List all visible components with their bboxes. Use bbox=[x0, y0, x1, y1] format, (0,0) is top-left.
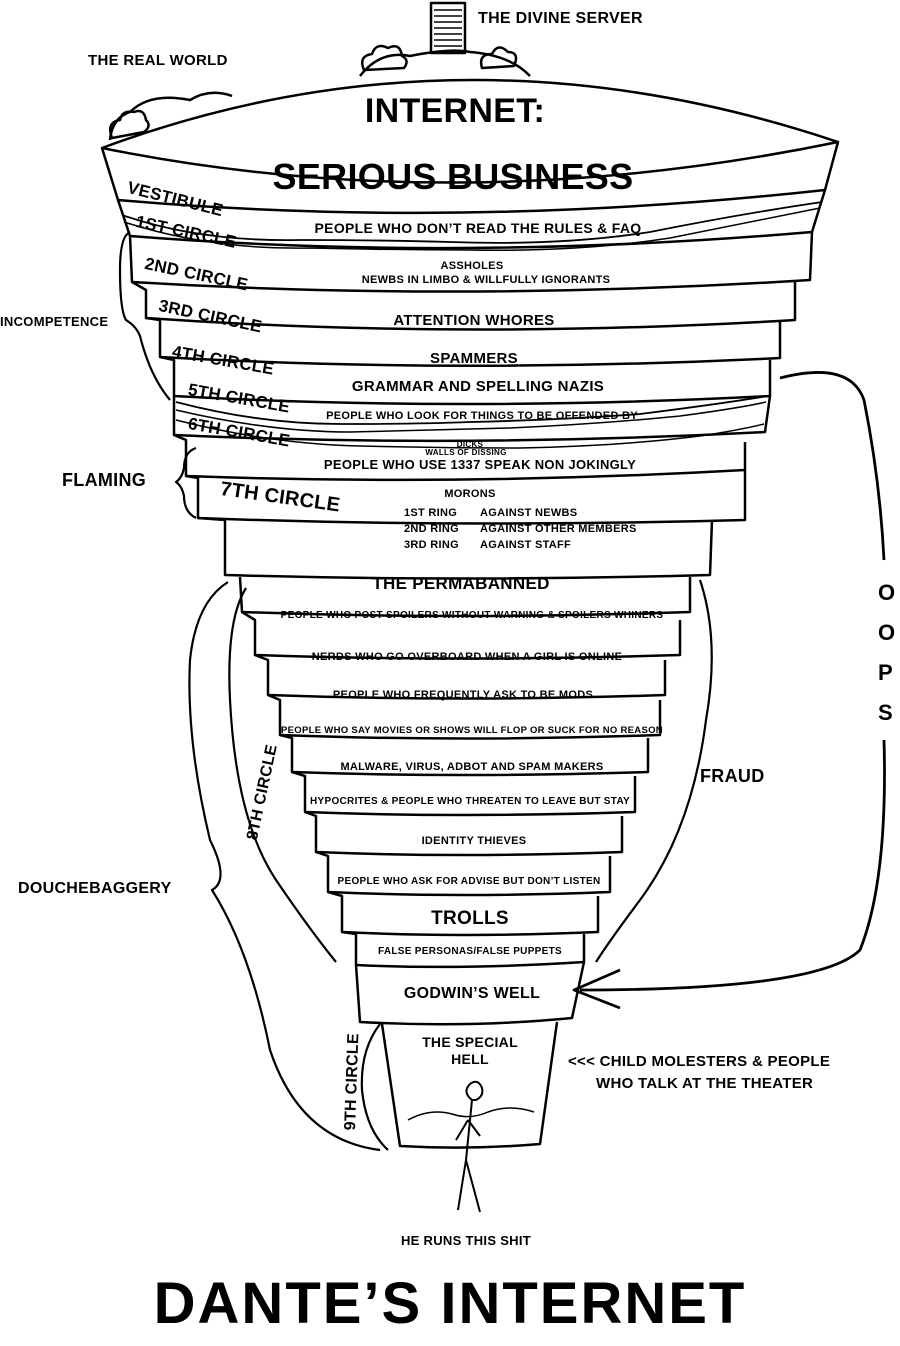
bolgia-1 bbox=[238, 576, 692, 618]
ring-2-desc: AGAINST OTHER MEMBERS bbox=[480, 523, 637, 535]
main-title-line2: SERIOUS BUSINESS bbox=[272, 156, 634, 197]
bolgia-3 bbox=[254, 653, 667, 700]
oops-arrow-line-2 bbox=[579, 739, 886, 992]
divine-server-icon bbox=[429, 1, 467, 55]
circle-9-label: 9TH CIRCLE bbox=[342, 1032, 363, 1131]
brace-douchebaggery-outer bbox=[188, 581, 381, 1152]
he-runs-label: HE RUNS THIS SHIT bbox=[400, 1233, 532, 1248]
band-3 bbox=[131, 280, 797, 331]
brace-incompetence bbox=[118, 230, 171, 401]
ring-1-desc: AGAINST NEWBS bbox=[480, 507, 578, 519]
bolgia-1-label: PEOPLE WHO POST SPOILERS WITHOUT WARNING… bbox=[280, 610, 664, 621]
band-6 bbox=[172, 395, 772, 443]
styx-line-3 bbox=[175, 419, 765, 449]
bolgia-8 bbox=[315, 850, 612, 897]
circle-3-desc: SPAMMERS bbox=[430, 350, 518, 367]
oops-arrow-line bbox=[779, 371, 886, 561]
bolgia-10 bbox=[341, 930, 586, 969]
child-molesters-line2: WHO TALK AT THE THEATER bbox=[596, 1075, 814, 1092]
bolgia-6 bbox=[291, 770, 637, 817]
styx-line bbox=[175, 395, 769, 425]
brace-9th-circle bbox=[360, 1023, 389, 1151]
real-world-bush-icon bbox=[109, 109, 150, 140]
bolgia-2-label: NERDS WHO GO OVERBOARD WHEN A GIRL IS ON… bbox=[311, 651, 623, 663]
incompetence-label: INCOMPETENCE bbox=[0, 314, 109, 329]
circle-1-desc-b: NEWBS IN LIMBO & WILLFULLY IGNORANTS bbox=[361, 274, 611, 286]
band-7-lower bbox=[197, 516, 714, 580]
flaming-label: FLAMING bbox=[62, 470, 147, 490]
special-hell bbox=[380, 1021, 559, 1149]
styx-line-2 bbox=[175, 401, 767, 433]
bolgia-8-label: PEOPLE WHO ASK FOR ADVISE BUT DON’T LIST… bbox=[337, 876, 601, 887]
bolgia-7-label: IDENTITY THIEVES bbox=[421, 835, 527, 847]
godwins-well-label: GODWIN’S WELL bbox=[403, 985, 541, 1002]
douchebaggery-label: DOUCHEBAGGERY bbox=[18, 880, 172, 897]
real-world-label: THE REAL WORLD bbox=[88, 52, 228, 69]
bush-left-icon bbox=[361, 44, 408, 72]
child-molesters-line1: <<< CHILD MOLESTERS & PEOPLE bbox=[568, 1053, 831, 1070]
river-line bbox=[121, 201, 823, 244]
band-2 bbox=[128, 231, 814, 293]
bush-right-icon bbox=[479, 46, 518, 70]
bolgia-9-label: TROLLS bbox=[431, 908, 509, 929]
vestibule-desc: PEOPLE WHO DON’T READ THE RULES & FAQ bbox=[314, 220, 642, 236]
bolgia-7 bbox=[304, 810, 624, 857]
special-hell-line1: THE SPECIAL bbox=[422, 1034, 518, 1050]
band-5 bbox=[159, 355, 772, 406]
divine-server-label: THE DIVINE SERVER bbox=[478, 10, 643, 27]
vestibule-band bbox=[100, 141, 840, 215]
godwins-well bbox=[354, 961, 586, 1026]
special-hell-line2: HELL bbox=[451, 1051, 489, 1067]
bolgia-5 bbox=[279, 733, 650, 777]
bolgia-2 bbox=[241, 610, 682, 660]
brace-flaming bbox=[174, 446, 197, 519]
bolgia-4 bbox=[267, 693, 662, 740]
circle-1-desc-a: ASSHOLES bbox=[440, 260, 504, 272]
ring-3-desc: AGAINST STAFF bbox=[480, 539, 572, 551]
ring-2-name: 2ND RING bbox=[404, 523, 459, 535]
walls-label: WALLS OF DISSING bbox=[425, 448, 507, 457]
bolgia-5-label: MALWARE, VIRUS, ADBOT AND SPAM MAKERS bbox=[340, 761, 604, 773]
hill-shape bbox=[359, 49, 531, 77]
oops-letter-3: P bbox=[878, 660, 893, 685]
circle-4-desc: GRAMMAR AND SPELLING NAZIS bbox=[351, 378, 605, 395]
oops-letter-2: O bbox=[878, 620, 896, 645]
circle-6-desc: PEOPLE WHO USE 1337 SPEAK NON JOKINGLY bbox=[323, 457, 637, 472]
brace-fraud bbox=[595, 579, 713, 963]
permabanned-label: THE PERMABANNED bbox=[372, 574, 550, 593]
oops-letter-4: S bbox=[878, 700, 893, 725]
brace-8th-circle bbox=[228, 587, 337, 963]
oops-letter-1: O bbox=[878, 580, 896, 605]
fraud-label: FRAUD bbox=[700, 766, 765, 786]
bolgia-6-label: HYPOCRITES & PEOPLE WHO THREATEN TO LEAV… bbox=[309, 796, 631, 807]
stick-figure-icon bbox=[455, 1080, 484, 1213]
bolgia-10-label: FALSE PERSONAS/FALSE PUPPETS bbox=[378, 946, 562, 957]
ring-1-name: 1ST RING bbox=[404, 507, 458, 519]
river-line-2 bbox=[123, 207, 821, 251]
band-4 bbox=[145, 316, 782, 368]
band-7 bbox=[185, 470, 747, 525]
circle-5-desc: PEOPLE WHO LOOK FOR THINGS TO BE OFFENDE… bbox=[326, 410, 638, 422]
morons-label: MORONS bbox=[444, 488, 496, 500]
circle-2-desc: ATTENTION WHORES bbox=[393, 312, 555, 329]
band-6b bbox=[173, 433, 747, 482]
bolgia-4-label: PEOPLE WHO SAY MOVIES OR SHOWS WILL FLOP… bbox=[281, 725, 663, 736]
bolgia-3-label: PEOPLE WHO FREQUENTLY ASK TO BE MODS bbox=[332, 689, 594, 701]
ring-3-name: 3RD RING bbox=[404, 539, 459, 551]
arrow-head-icon bbox=[572, 968, 621, 1010]
page-title: DANTE’S INTERNET bbox=[153, 1271, 747, 1336]
dicks-label: DICKS bbox=[456, 440, 484, 449]
main-title-line1: INTERNET: bbox=[364, 92, 546, 130]
